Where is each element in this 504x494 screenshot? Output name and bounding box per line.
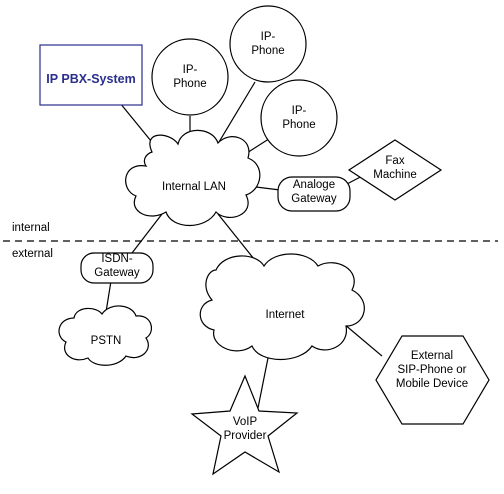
internet-label-line-1: Internet [266,309,306,321]
ip-phone-3-label-line-1: IP- [292,105,307,117]
ip-phone-2-label-line-1: IP- [261,31,276,43]
zone-internal-label: internal [12,222,50,234]
pstn-label: PSTN [91,335,122,347]
internet-cloud: Internet [199,253,365,361]
internal-lan-cloud: Internal LAN [125,129,261,226]
ip-phone-1-label-line-1: IP- [183,64,198,76]
external-device-label-line-3: Mobile Device [396,378,468,390]
pbx-label-line-1: IP PBX-System [46,72,135,86]
pbx-node: IP PBX-System [39,44,143,106]
isdn-gateway-label: ISDN- Gateway [94,253,140,279]
ip-phone-node-3: IP- Phone [260,79,338,157]
analoge-gateway-label-line-2: Gateway [291,193,337,205]
voip-provider-label: VoIP Provider [224,416,267,442]
ip-phone-node-1: IP- Phone [151,38,229,116]
ip-phone-1-label: IP- Phone [173,64,206,90]
ip-phone-3-label-line-2: Phone [282,119,315,131]
voip-provider-node: VoIP Provider [190,374,299,476]
connectors [105,81,383,409]
isdn-gateway-label-line-1: ISDN- [101,253,132,265]
voip-provider-label-line-2: Provider [224,430,267,442]
fax-machine-label-line-1: Fax [385,155,404,167]
link-lan-isdn [131,213,163,254]
ip-phone-node-2: IP- Phone [229,5,307,83]
ip-phone-2-label-line-2: Phone [251,45,284,57]
link-internet-external [343,323,383,357]
link-isdn-pstn [105,280,112,313]
ip-phone-3-label: IP- Phone [282,105,315,131]
internal-lan-label-line-1: Internal LAN [162,181,226,193]
analoge-gateway-label-line-1: Analoge [293,179,335,191]
pstn-label-line-1: PSTN [91,335,122,347]
isdn-gateway-node: ISDN- Gateway [80,252,154,284]
external-device-label-line-2: SIP-Phone or [397,364,466,376]
voip-provider-label-line-1: VoIP [233,416,258,428]
ip-phone-1-label-line-2: Phone [173,78,206,90]
ip-phone-2-label: IP- Phone [251,31,284,57]
pstn-cloud: PSTN [58,305,153,366]
fax-machine-label-line-2: Machine [373,169,416,181]
link-lan-internet [217,213,259,265]
external-device-label-line-1: External [411,350,453,362]
internal-lan-label: Internal LAN [162,181,226,193]
zone-external-label: external [12,248,53,260]
pbx-label: IP PBX-System [46,72,135,86]
internet-label: Internet [266,309,306,321]
isdn-gateway-label-line-2: Gateway [94,267,140,279]
